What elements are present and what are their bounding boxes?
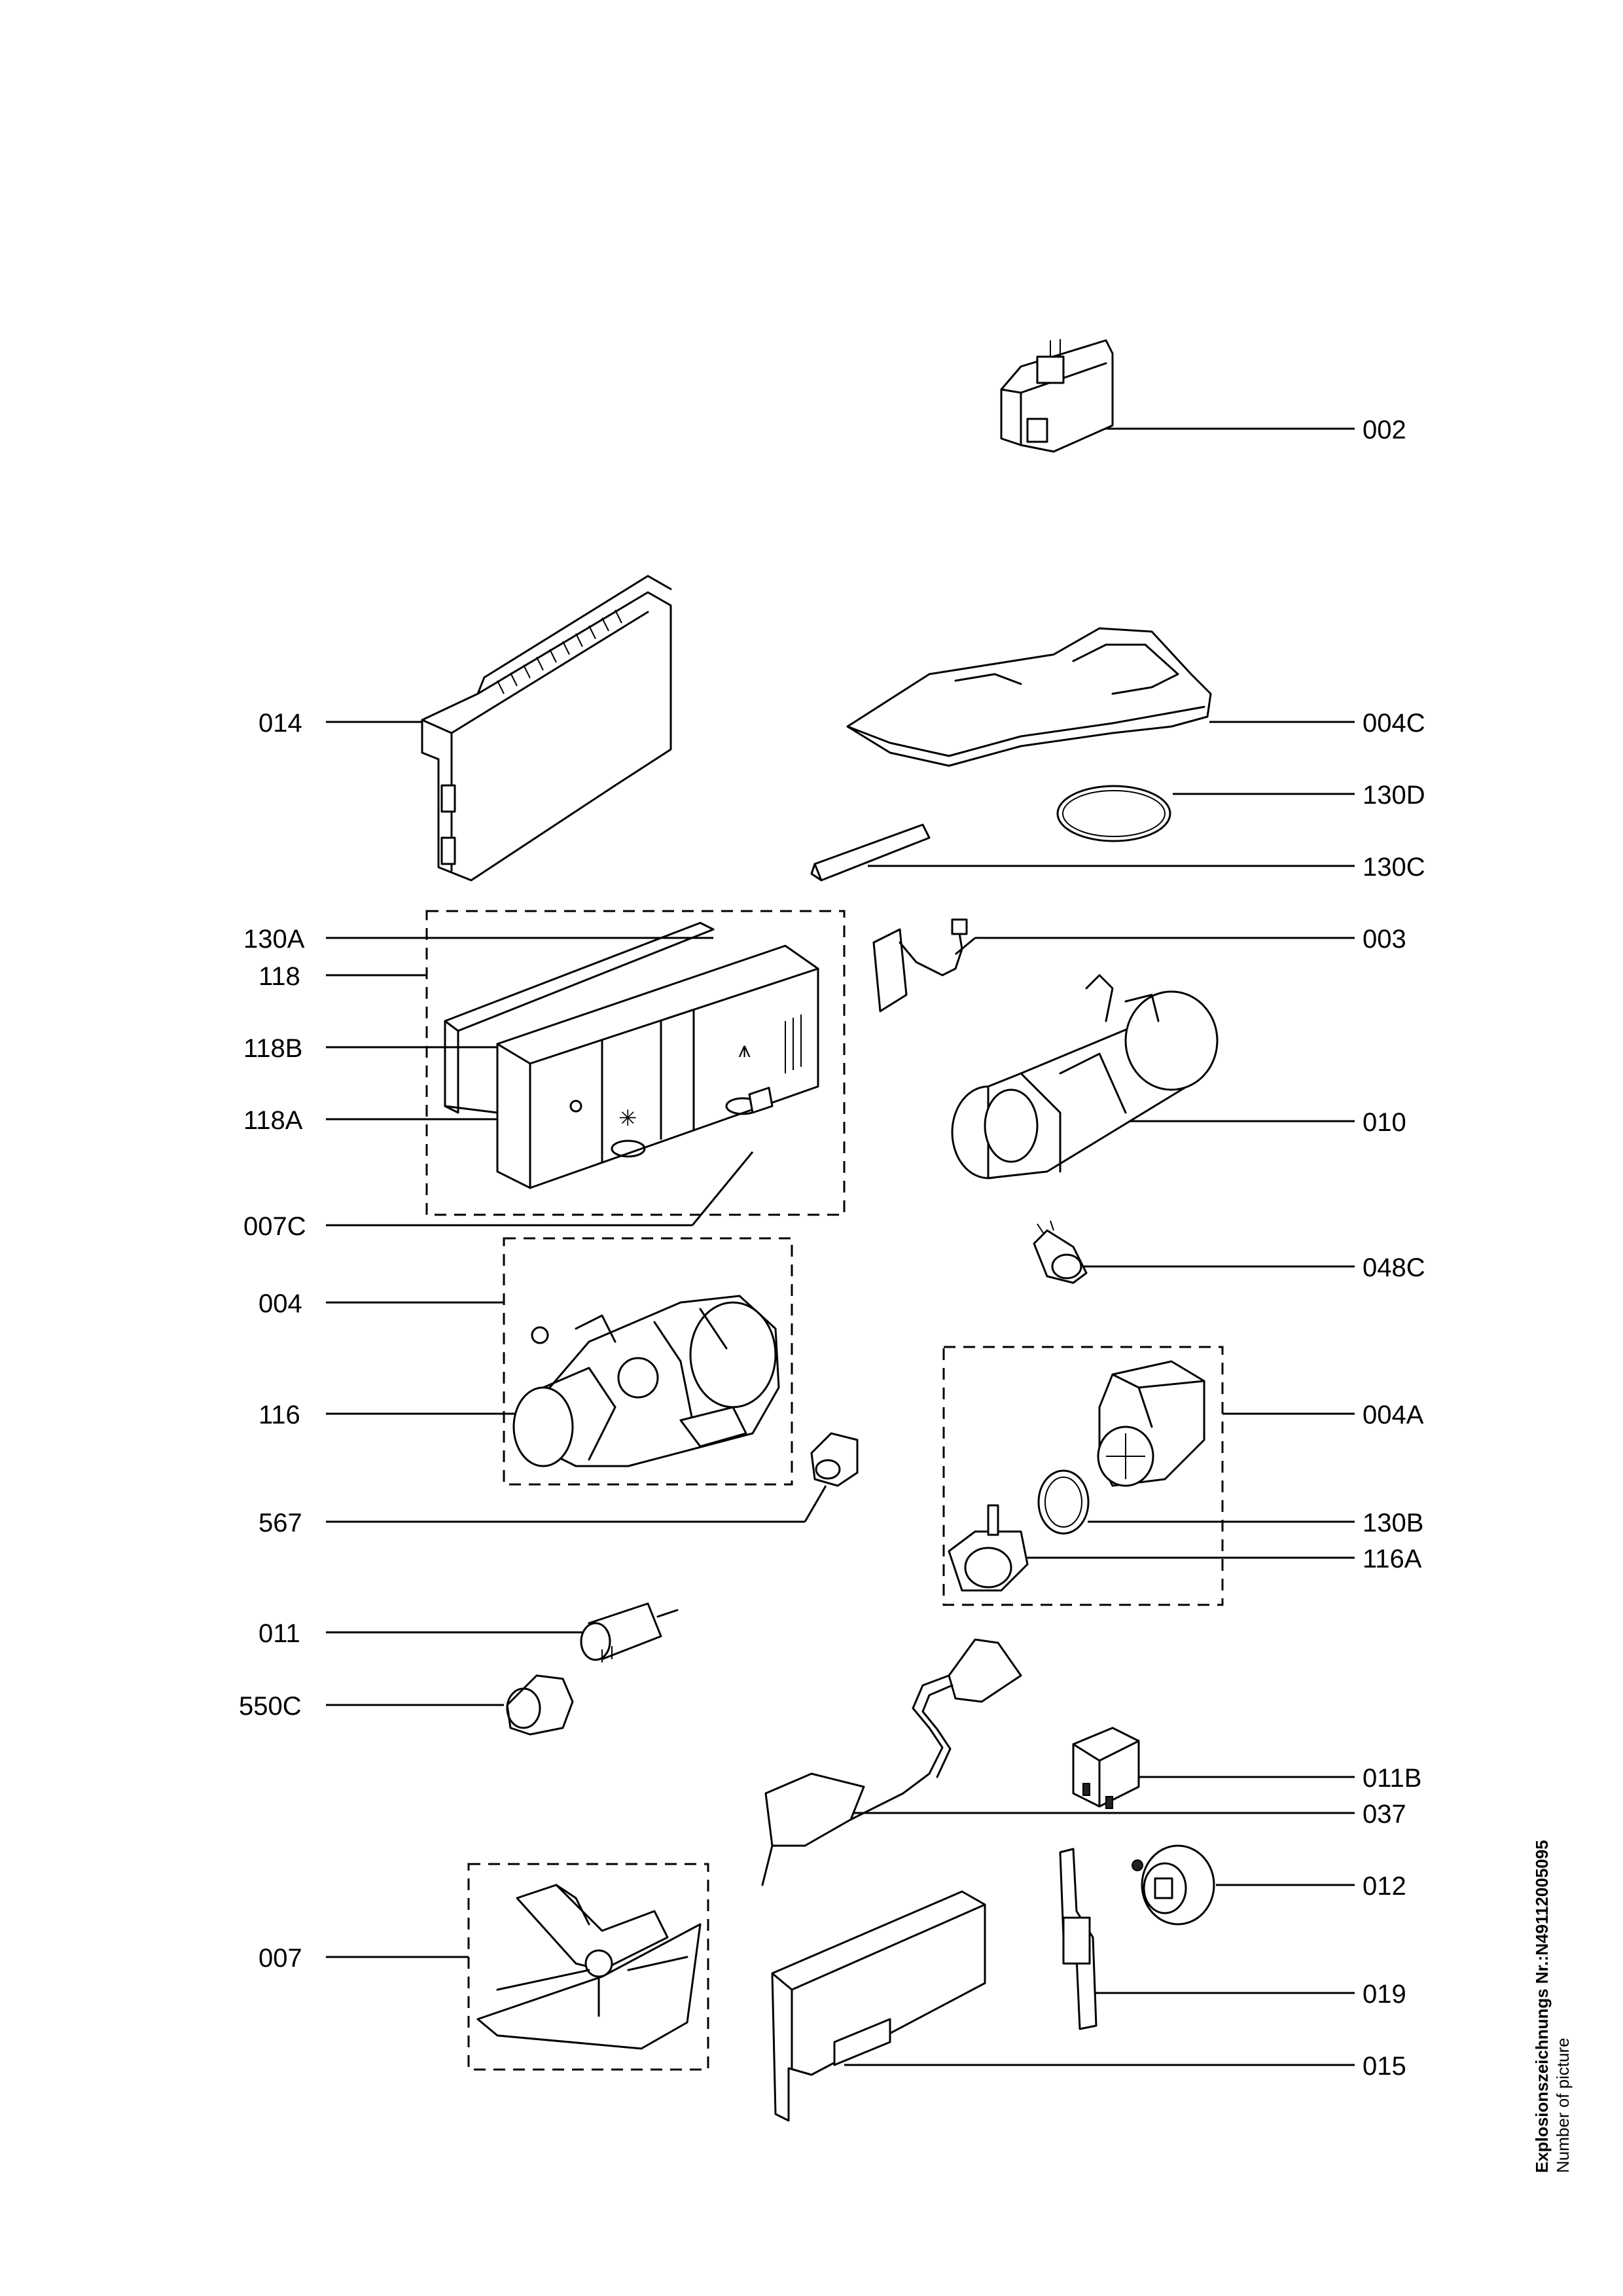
part-116A-pressure-switch (948, 1504, 1029, 1592)
callout-011B: 011B (1363, 1764, 1421, 1793)
part-130C-seal-strip (810, 823, 931, 882)
callout-014: 014 (259, 709, 302, 738)
part-004-circulation-pump (512, 1295, 780, 1467)
callout-004A: 004A (1363, 1401, 1424, 1429)
svg-text:⩚: ⩚ (738, 1037, 751, 1062)
drawing-number: Explosionszeichnungs Nr.:N49112005095 (1532, 1840, 1552, 2173)
group-frame-004A (942, 1346, 1224, 1606)
part-004A-pump-motor (1097, 1360, 1205, 1487)
callout-012: 012 (1363, 1872, 1406, 1901)
callout-007C: 007C (243, 1212, 306, 1241)
part-130D-gasket-ring-inner (1062, 790, 1166, 837)
part-007-spray-arm (476, 1884, 702, 2050)
part-567-clip (810, 1432, 859, 1487)
part-010-heater-housing (951, 974, 1219, 1179)
callout-130D: 130D (1363, 781, 1425, 810)
part-550C-cap (506, 1674, 574, 1736)
callout-118A: 118A (243, 1106, 303, 1135)
part-037-mains-cable (761, 1638, 1022, 1886)
callout-003: 003 (1363, 925, 1406, 954)
part-004C-cover (846, 627, 1212, 767)
callout-130A: 130A (243, 925, 305, 954)
group-frame-004 (503, 1237, 793, 1486)
part-019-switch-lever (1059, 1848, 1097, 2030)
drawing-number-block: Explosionszeichnungs Nr.:N49112005095 Nu… (1532, 1840, 1573, 2173)
callout-118B: 118B (243, 1034, 302, 1063)
callout-labels: 002 014 004C 130D 130C 130A 118 003 118B… (239, 416, 1425, 2081)
callout-130C: 130C (1363, 853, 1425, 882)
part-002-relay (1000, 339, 1114, 453)
callout-010: 010 (1363, 1108, 1406, 1137)
callout-037: 037 (1363, 1800, 1406, 1829)
part-130D-gasket-ring (1056, 785, 1171, 842)
callout-004: 004 (259, 1289, 302, 1318)
callout-004C: 004C (1363, 709, 1425, 738)
part-007C-clip (748, 1086, 774, 1114)
callout-048C: 048C (1363, 1253, 1425, 1282)
part-130B-seal-ring (1037, 1469, 1090, 1535)
callout-002: 002 (1363, 416, 1406, 444)
part-014-electronic-module (421, 575, 672, 882)
part-012-knob (1132, 1844, 1215, 1926)
callout-130B: 130B (1363, 1509, 1423, 1537)
callout-550C: 550C (239, 1692, 302, 1721)
callout-011: 011 (259, 1619, 300, 1648)
part-048C-thermostat (1033, 1220, 1088, 1284)
part-118-detergent-dispenser: ✳ ⩚ (444, 922, 819, 1189)
callout-015: 015 (1363, 2052, 1406, 2081)
part-003-sensor (872, 918, 968, 1013)
part-015-duct-cover (771, 1890, 986, 2122)
part-130B-seal-ring-inner (1044, 1477, 1082, 1528)
callout-007: 007 (259, 1944, 302, 1973)
part-011-motor (580, 1602, 679, 1662)
group-frame-118 (425, 910, 846, 1216)
callout-116A: 116A (1363, 1545, 1422, 1573)
callout-019: 019 (1363, 1980, 1406, 2009)
group-frame-007 (467, 1863, 709, 2071)
callout-567: 567 (259, 1509, 302, 1537)
callout-118: 118 (259, 962, 300, 991)
part-011B-relay (1072, 1727, 1140, 1809)
callout-116: 116 (259, 1401, 300, 1429)
picture-caption: Number of picture (1553, 2037, 1573, 2173)
svg-text:✳: ✳ (618, 1106, 637, 1131)
